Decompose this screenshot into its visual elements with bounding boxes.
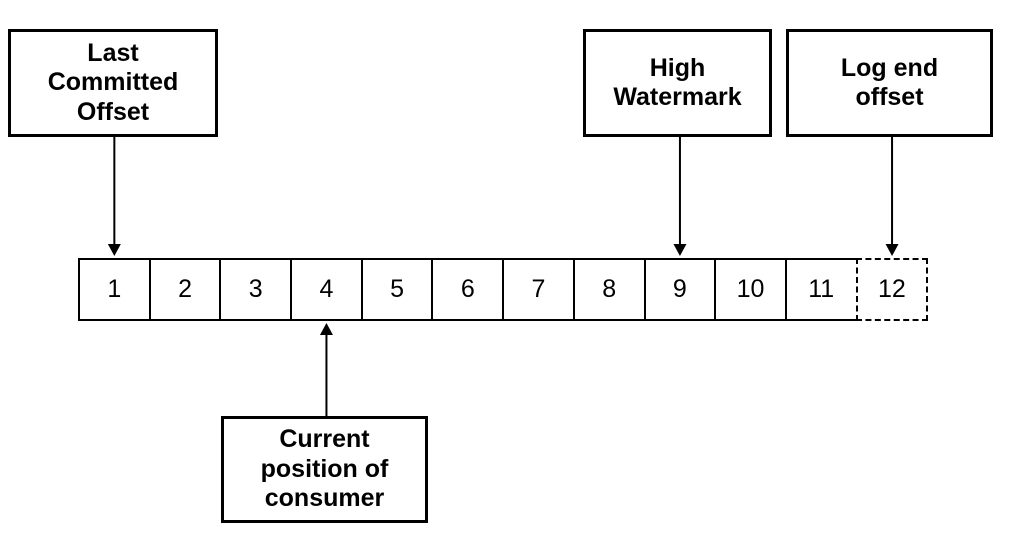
label-text-log-end-offset: Log end offset [840,53,939,112]
label-box-last-committed-offset: Last Committed Offset [8,29,218,137]
arrow-high-watermark [673,137,687,256]
offset-cell-6: 6 [431,258,505,321]
offset-cell-3: 3 [219,258,293,321]
arrow-log-end-offset [885,137,899,256]
offset-cell-1: 1 [78,258,151,321]
offset-cell-5: 5 [360,258,434,321]
offset-cell-12: 12 [855,258,929,321]
offset-cell-11: 11 [784,258,858,321]
offset-cell-10: 10 [714,258,787,321]
label-text-last-committed-offset: Last Committed Offset [47,38,179,126]
arrow-consumer-position [319,323,333,416]
label-box-high-watermark: High Watermark [583,29,772,137]
offset-cell-4: 4 [290,258,363,321]
offset-cell-7: 7 [502,258,575,321]
offset-cell-9: 9 [643,258,717,321]
arrow-last-committed [107,137,121,256]
label-text-high-watermark: High Watermark [613,53,742,112]
offset-cell-8: 8 [572,258,646,321]
label-box-current-position-of-consumer: Current position of consumer [221,416,428,523]
label-box-log-end-offset: Log end offset [786,29,993,137]
offset-cell-2: 2 [148,258,222,321]
label-text-current-position-of-consumer: Current position of consumer [260,425,389,513]
